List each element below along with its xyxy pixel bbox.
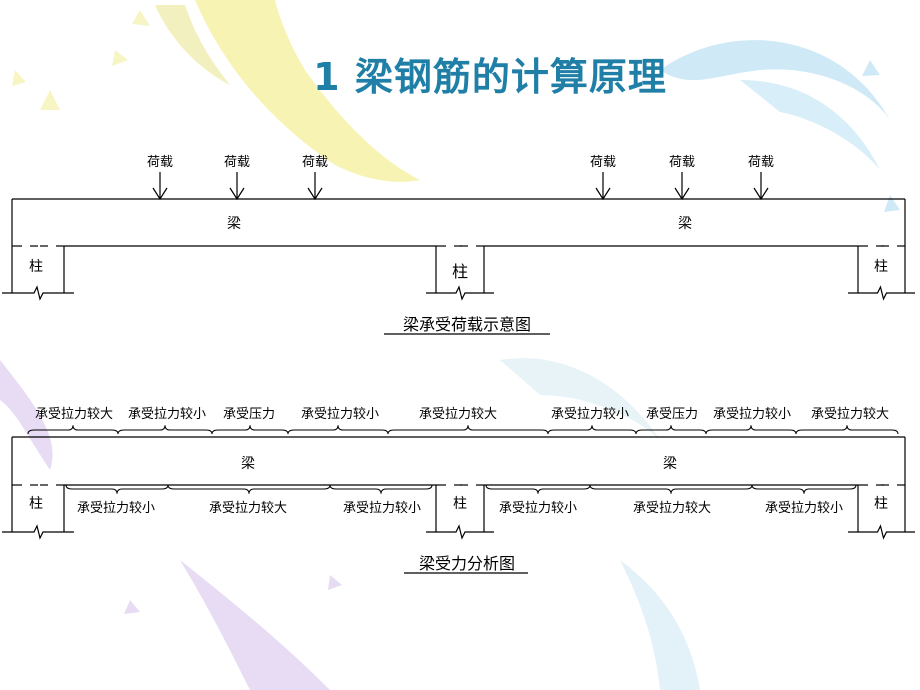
bottom-zone-brace bbox=[589, 484, 753, 494]
bottom-zone-brace bbox=[751, 484, 857, 494]
ground-break bbox=[426, 285, 494, 301]
column-label: 柱 bbox=[29, 496, 43, 512]
load-arrow-head bbox=[152, 187, 168, 201]
load-arrow-head bbox=[674, 187, 690, 201]
column-label: 柱 bbox=[874, 496, 888, 512]
top-zone-brace bbox=[547, 425, 637, 435]
bottom-zone-label: 承受拉力较大 bbox=[633, 501, 711, 516]
beam-label: 梁 bbox=[227, 216, 241, 232]
ground-break bbox=[848, 524, 915, 540]
load-label: 荷载 bbox=[302, 155, 328, 170]
top-zone-brace bbox=[795, 425, 899, 435]
load-label: 荷载 bbox=[669, 155, 695, 170]
bottom-zone-brace bbox=[329, 484, 433, 494]
slide-title: 1 梁钢筋的计算原理 bbox=[313, 55, 667, 99]
load-label: 荷载 bbox=[590, 155, 616, 170]
bottom-zone-brace bbox=[65, 484, 169, 494]
diagram1-caption: 梁承受荷载示意图 bbox=[403, 315, 531, 334]
bottom-zone-label: 承受拉力较大 bbox=[209, 501, 287, 516]
top-zone-brace bbox=[211, 425, 289, 435]
column-label: 柱 bbox=[452, 262, 468, 281]
top-zone-label: 承受拉力较小 bbox=[128, 407, 206, 422]
blue-swoosh bbox=[660, 40, 900, 212]
top-zone-brace bbox=[27, 425, 119, 435]
ground-break bbox=[848, 285, 915, 301]
purple-swoosh bbox=[0, 360, 342, 690]
ground-break bbox=[2, 524, 74, 540]
column-label: 柱 bbox=[29, 259, 43, 275]
top-zone-brace bbox=[117, 425, 213, 435]
load-arrow-head bbox=[753, 187, 769, 201]
light-swoosh-right bbox=[500, 358, 700, 690]
bottom-zone-label: 承受拉力较小 bbox=[77, 501, 155, 516]
ground-break bbox=[2, 285, 74, 301]
load-label: 荷载 bbox=[224, 155, 250, 170]
top-zone-label: 承受拉力较大 bbox=[35, 407, 113, 422]
bottom-zone-label: 承受拉力较小 bbox=[765, 501, 843, 516]
bottom-zone-brace bbox=[167, 484, 331, 494]
beam-label: 梁 bbox=[663, 456, 677, 472]
load-arrow-head bbox=[307, 187, 323, 201]
top-zone-brace bbox=[635, 425, 707, 435]
load-label: 荷载 bbox=[147, 155, 173, 170]
load-arrow-head bbox=[229, 187, 245, 201]
beam-label: 梁 bbox=[241, 456, 255, 472]
load-arrow-head bbox=[595, 187, 611, 201]
top-zone-label: 承受拉力较小 bbox=[301, 407, 379, 422]
top-zone-brace bbox=[705, 425, 797, 435]
yellow-swoosh bbox=[12, 0, 420, 182]
top-zone-brace bbox=[287, 425, 389, 435]
bottom-zone-label: 承受拉力较小 bbox=[343, 501, 421, 516]
top-zone-label: 承受拉力较小 bbox=[551, 407, 629, 422]
load-label: 荷载 bbox=[748, 155, 774, 170]
top-zone-label: 承受拉力较小 bbox=[713, 407, 791, 422]
top-zone-label: 承受拉力较大 bbox=[419, 407, 497, 422]
top-zone-label: 承受压力 bbox=[646, 407, 698, 422]
top-zone-brace bbox=[387, 425, 549, 435]
top-zone-label: 承受压力 bbox=[223, 407, 275, 422]
beam-label: 梁 bbox=[678, 216, 692, 232]
column-label: 柱 bbox=[874, 259, 888, 275]
top-zone-label: 承受拉力较大 bbox=[811, 407, 889, 422]
diagram2-caption: 梁受力分析图 bbox=[419, 554, 515, 573]
column-label: 柱 bbox=[453, 496, 467, 512]
bottom-zone-label: 承受拉力较小 bbox=[499, 501, 577, 516]
bottom-zone-brace bbox=[485, 484, 591, 494]
ground-break bbox=[426, 524, 494, 540]
